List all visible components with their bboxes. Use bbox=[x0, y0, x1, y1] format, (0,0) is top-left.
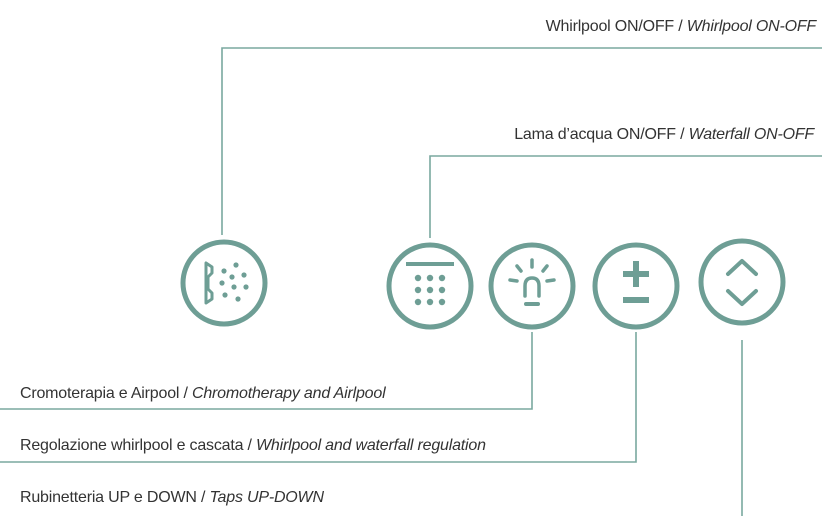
whirlpool-button[interactable] bbox=[178, 237, 270, 329]
waterfall-button[interactable] bbox=[384, 240, 476, 332]
plus-minus-icon bbox=[623, 261, 649, 303]
waterfall-connector bbox=[429, 155, 822, 238]
whirlpool-connector bbox=[221, 47, 822, 235]
light-bulb-icon bbox=[508, 258, 556, 306]
taps-button[interactable] bbox=[696, 236, 788, 328]
waterfall-grid-icon bbox=[406, 262, 454, 306]
regulation-button[interactable] bbox=[590, 240, 682, 332]
regulation-connector bbox=[0, 332, 637, 463]
chromotherapy-button[interactable] bbox=[486, 240, 578, 332]
waterfall-label: Lama d’acqua ON/OFF / Waterfall ON-OFF bbox=[514, 126, 814, 143]
chromotherapy-connector bbox=[0, 332, 533, 410]
up-down-chevron-icon bbox=[726, 259, 758, 306]
whirlpool-label: Whirlpool ON/OFF / Whirlpool ON-OFF bbox=[545, 18, 817, 35]
regulation-label: Regolazione whirlpool e cascata / Whirlp… bbox=[20, 437, 486, 454]
whirlpool-jet-icon bbox=[204, 261, 249, 305]
chromotherapy-label: Cromoterapia e Airpool / Chromotherapy a… bbox=[20, 385, 386, 402]
taps-label: Rubinetteria UP e DOWN / Taps UP-DOWN bbox=[20, 489, 324, 506]
